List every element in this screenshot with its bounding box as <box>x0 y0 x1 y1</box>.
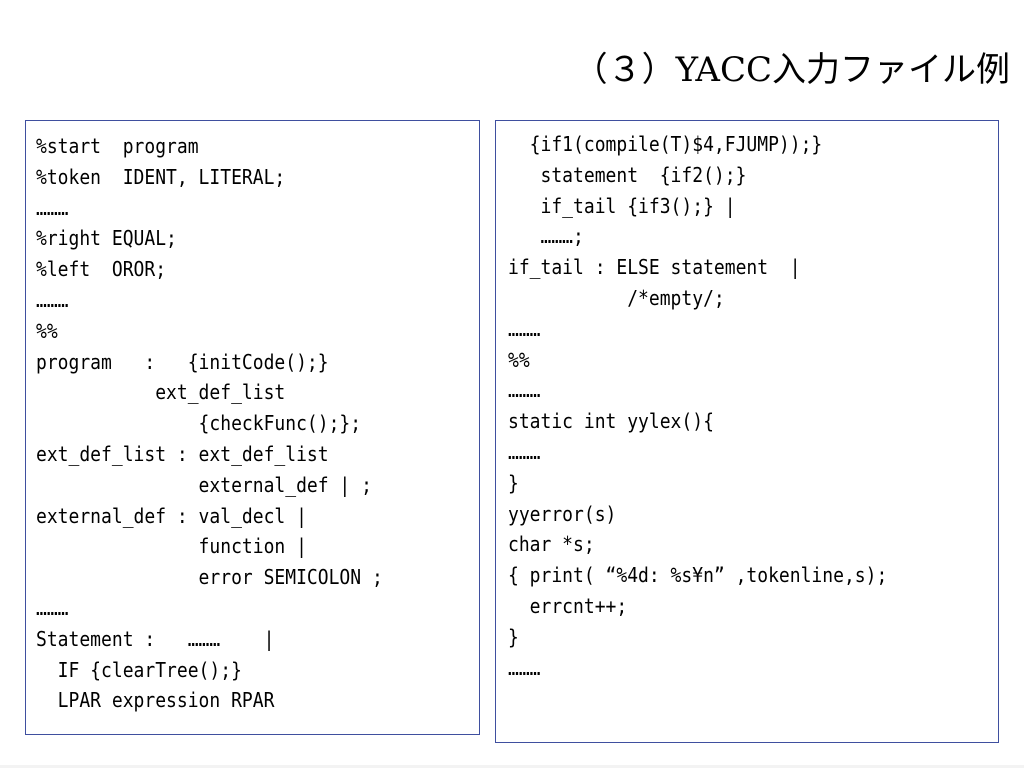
code-line: statement {if2();} <box>508 162 747 187</box>
code-line: program : {initCode();} <box>36 349 329 374</box>
code-line: ……… <box>36 287 69 312</box>
code-line: char *s; <box>508 532 595 557</box>
code-line: errcnt++; <box>508 593 628 618</box>
code-line: %left OROR; <box>36 257 167 282</box>
code-line: %token IDENT, LITERAL; <box>36 164 286 189</box>
code-line: %% <box>36 318 58 343</box>
code-line: Statement : ……… | <box>36 626 275 651</box>
code-line: /*empty/; <box>508 285 725 310</box>
code-line: external_def | ; <box>36 472 372 497</box>
code-line: ……… <box>36 195 69 220</box>
code-line: %start program <box>36 134 199 158</box>
code-line: function | <box>36 534 307 559</box>
code-line: if_tail : ELSE statement | <box>508 255 801 280</box>
code-line: {if1(compile(T)$4,FJUMP));} <box>508 132 823 156</box>
code-line: yyerror(s) <box>508 501 617 526</box>
code-line: if_tail {if3();} | <box>508 193 736 218</box>
code-line: external_def : val_decl | <box>36 503 307 528</box>
code-line: LPAR expression RPAR <box>36 688 275 713</box>
code-panel-left: %start program %token IDENT, LITERAL; ……… <box>25 120 480 735</box>
code-line: } <box>508 624 519 649</box>
code-line: ……… <box>508 316 541 341</box>
code-line: %% <box>508 347 530 372</box>
code-line: ext_def_list <box>36 380 286 405</box>
code-line: ………; <box>508 224 584 249</box>
slide-title: （３）YACC入力ファイル例 <box>573 50 1010 90</box>
code-line: IF {clearTree();} <box>36 657 242 682</box>
code-line: { print( “%4d: %s¥n” ,tokenline,s); <box>508 563 888 588</box>
code-line: } <box>508 470 519 495</box>
code-line: ……… <box>508 378 541 403</box>
code-line: %right EQUAL; <box>36 226 177 251</box>
code-line: {checkFunc();}; <box>36 411 362 436</box>
code-line: ……… <box>36 595 69 620</box>
code-line: static int yylex(){ <box>508 409 714 434</box>
code-line: error SEMICOLON ; <box>36 565 383 590</box>
code-panel-right: {if1(compile(T)$4,FJUMP));} statement {i… <box>495 120 999 743</box>
code-line: ……… <box>508 655 541 680</box>
footer-strip <box>0 765 1024 768</box>
code-line: ……… <box>508 439 541 464</box>
code-line: ext_def_list : ext_def_list <box>36 441 329 466</box>
